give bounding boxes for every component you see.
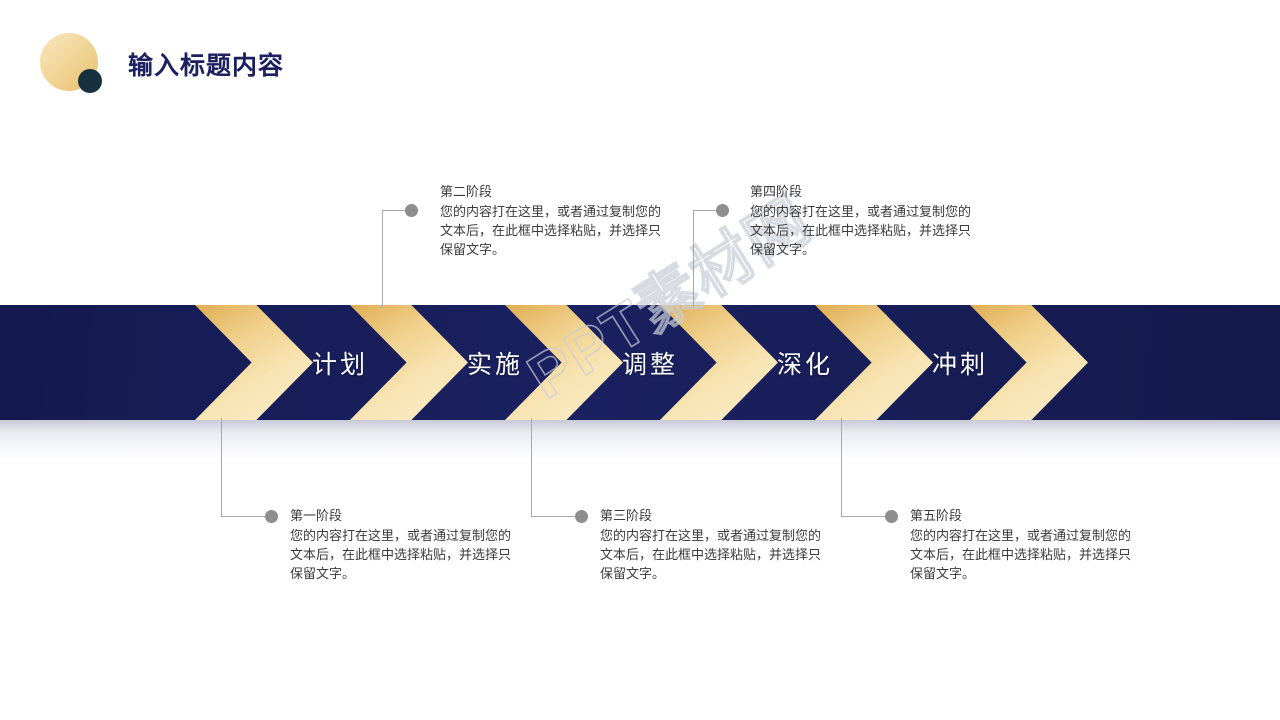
dot-stage-1	[265, 510, 278, 523]
connector-stage-2-horizontal	[382, 210, 410, 211]
callout-stage-5: 第五阶段 您的内容打在这里，或者通过复制您的文本后，在此框中选择粘贴，并选择只保…	[910, 506, 1140, 583]
connector-stage-3-vertical	[531, 418, 532, 516]
band-label-5[interactable]: 冲刺	[931, 350, 988, 379]
band-label-4[interactable]: 深化	[776, 350, 833, 379]
slide-header: 输入标题内容	[40, 33, 284, 95]
band-label-3[interactable]: 调整	[621, 350, 678, 379]
callout-stage-1-title: 第一阶段	[290, 508, 343, 523]
callout-stage-3-title: 第三阶段	[600, 508, 653, 523]
callout-stage-5-title: 第五阶段	[910, 508, 963, 523]
dot-stage-5	[885, 510, 898, 523]
dot-stage-2	[405, 204, 418, 217]
dot-stage-4	[716, 204, 729, 217]
dot-stage-3	[575, 510, 588, 523]
callout-stage-4: 第四阶段 您的内容打在这里，或者通过复制您的文本后，在此框中选择粘贴，并选择只保…	[750, 182, 980, 259]
logo-dot-icon	[78, 69, 102, 93]
band-label-2[interactable]: 实施	[466, 350, 523, 379]
connector-stage-2-vertical	[382, 210, 383, 308]
process-band: 计划 实施 调整 深化 冲刺	[0, 305, 1280, 420]
callout-stage-3: 第三阶段 您的内容打在这里，或者通过复制您的文本后，在此框中选择粘贴，并选择只保…	[600, 506, 830, 583]
connector-stage-3-horizontal	[531, 516, 578, 517]
callout-stage-2-body: 您的内容打在这里，或者通过复制您的文本后，在此框中选择粘贴，并选择只保留文字。	[440, 204, 662, 257]
connector-stage-5-horizontal	[841, 516, 888, 517]
callout-stage-2: 第二阶段 您的内容打在这里，或者通过复制您的文本后，在此框中选择粘贴，并选择只保…	[440, 182, 670, 259]
band-shadow	[0, 420, 1280, 460]
connector-stage-5-vertical	[841, 418, 842, 516]
callout-stage-2-title: 第二阶段	[440, 184, 493, 199]
callout-stage-4-title: 第四阶段	[750, 184, 803, 199]
logo	[40, 33, 102, 95]
connector-stage-1-vertical	[221, 418, 222, 516]
connector-stage-4-horizontal	[693, 210, 721, 211]
connector-stage-4-vertical	[693, 210, 694, 308]
connector-stage-1-horizontal	[221, 516, 268, 517]
callout-stage-5-body: 您的内容打在这里，或者通过复制您的文本后，在此框中选择粘贴，并选择只保留文字。	[910, 528, 1132, 581]
page-title: 输入标题内容	[128, 52, 285, 80]
callout-stage-3-body: 您的内容打在这里，或者通过复制您的文本后，在此框中选择粘贴，并选择只保留文字。	[600, 528, 822, 581]
band-label-1[interactable]: 计划	[311, 350, 368, 379]
callout-stage-1-body: 您的内容打在这里，或者通过复制您的文本后，在此框中选择粘贴，并选择只保留文字。	[290, 528, 512, 581]
callout-stage-4-body: 您的内容打在这里，或者通过复制您的文本后，在此框中选择粘贴，并选择只保留文字。	[750, 204, 972, 257]
callout-stage-1: 第一阶段 您的内容打在这里，或者通过复制您的文本后，在此框中选择粘贴，并选择只保…	[290, 506, 520, 583]
